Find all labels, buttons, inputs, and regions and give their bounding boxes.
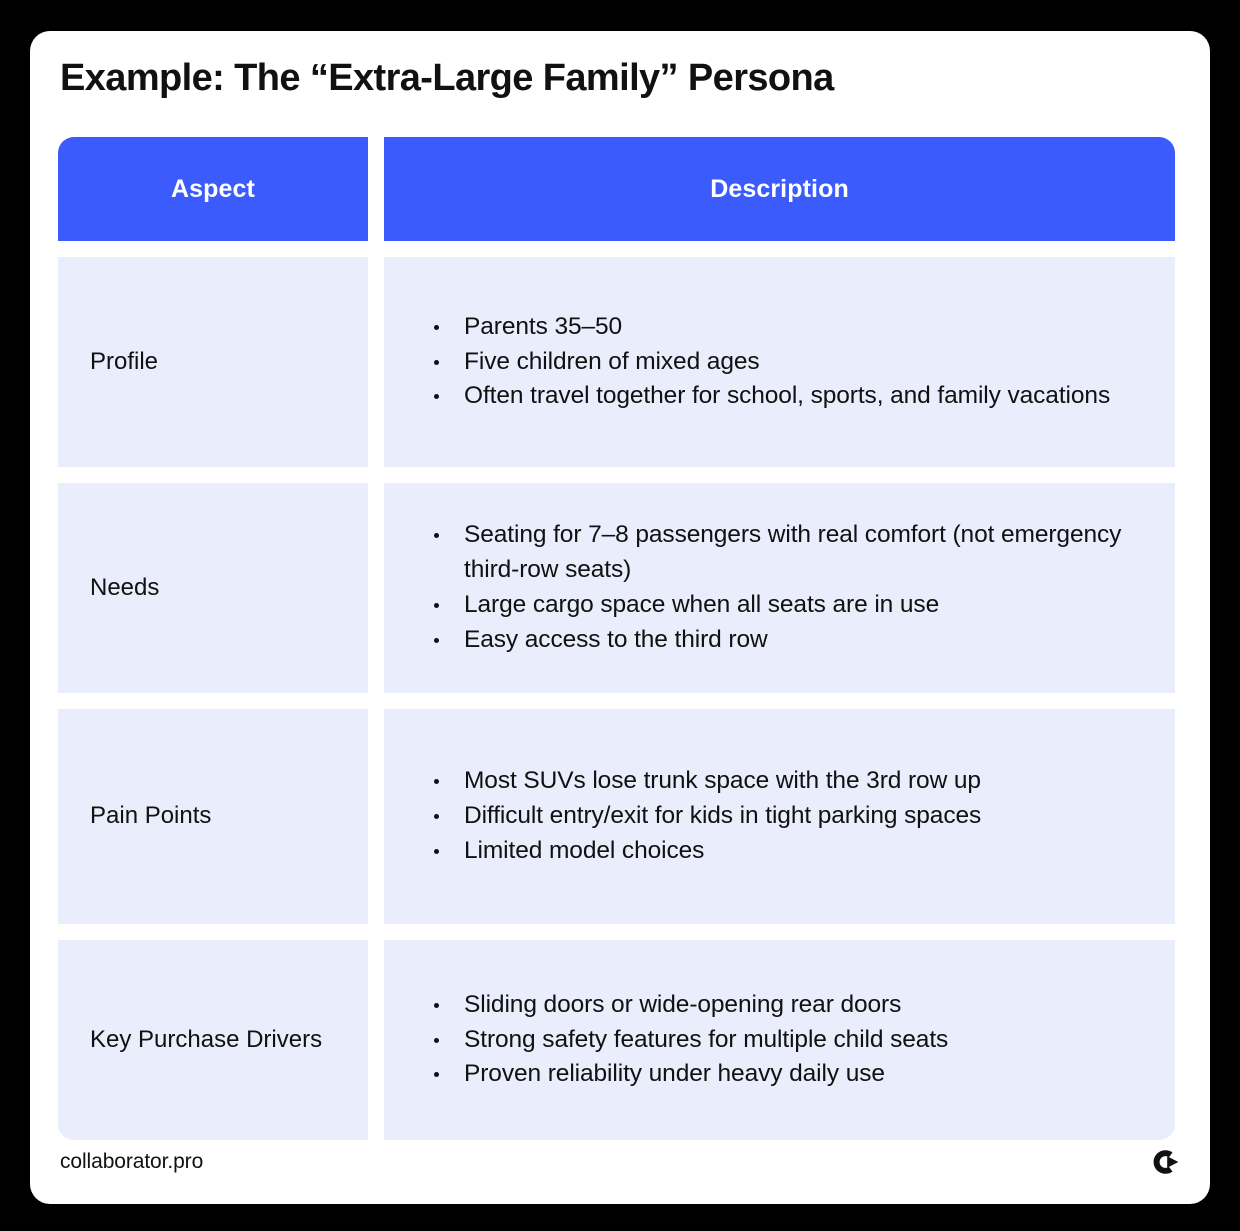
row-description-profile: Parents 35–50 Five children of mixed age…	[384, 257, 1175, 467]
row-description-needs: Seating for 7–8 passengers with real com…	[384, 483, 1175, 693]
bullet-list: Parents 35–50 Five children of mixed age…	[418, 310, 1141, 414]
list-item: Parents 35–50	[418, 310, 1141, 345]
column-header-aspect: Aspect	[58, 137, 368, 241]
collaborator-logo-icon	[1148, 1145, 1182, 1179]
table-header-row: Aspect Description	[58, 137, 1175, 241]
list-item: Large cargo space when all seats are in …	[418, 588, 1141, 623]
list-item: Often travel together for school, sports…	[418, 379, 1141, 414]
row-label-key-purchase-drivers: Key Purchase Drivers	[58, 940, 368, 1140]
bullet-list: Sliding doors or wide-opening rear doors…	[418, 988, 1141, 1092]
list-item: Sliding doors or wide-opening rear doors	[418, 988, 1141, 1023]
page-title: Example: The “Extra-Large Family” Person…	[60, 57, 834, 99]
table-row: Pain Points Most SUVs lose trunk space w…	[58, 709, 1175, 924]
list-item: Proven reliability under heavy daily use	[418, 1057, 1141, 1092]
table-row: Key Purchase Drivers Sliding doors or wi…	[58, 940, 1175, 1140]
column-header-description: Description	[384, 137, 1175, 241]
row-description-key-purchase-drivers: Sliding doors or wide-opening rear doors…	[384, 940, 1175, 1140]
table-row: Profile Parents 35–50 Five children of m…	[58, 257, 1175, 467]
content-card: Example: The “Extra-Large Family” Person…	[30, 31, 1210, 1204]
persona-table: Aspect Description Profile Parents 35–50…	[58, 137, 1175, 1140]
list-item: Limited model choices	[418, 834, 1141, 869]
footer-domain-label: collaborator.pro	[60, 1150, 204, 1173]
row-description-pain-points: Most SUVs lose trunk space with the 3rd …	[384, 709, 1175, 924]
row-label-needs: Needs	[58, 483, 368, 693]
bullet-list: Most SUVs lose trunk space with the 3rd …	[418, 764, 1141, 868]
table-row: Needs Seating for 7–8 passengers with re…	[58, 483, 1175, 693]
footer: collaborator.pro	[60, 1142, 1182, 1182]
list-item: Easy access to the third row	[418, 623, 1141, 658]
list-item: Strong safety features for multiple chil…	[418, 1023, 1141, 1058]
list-item: Five children of mixed ages	[418, 345, 1141, 380]
row-label-pain-points: Pain Points	[58, 709, 368, 924]
list-item: Difficult entry/exit for kids in tight p…	[418, 799, 1141, 834]
list-item: Most SUVs lose trunk space with the 3rd …	[418, 764, 1141, 799]
row-label-profile: Profile	[58, 257, 368, 467]
bullet-list: Seating for 7–8 passengers with real com…	[418, 518, 1141, 657]
list-item: Seating for 7–8 passengers with real com…	[418, 518, 1141, 588]
